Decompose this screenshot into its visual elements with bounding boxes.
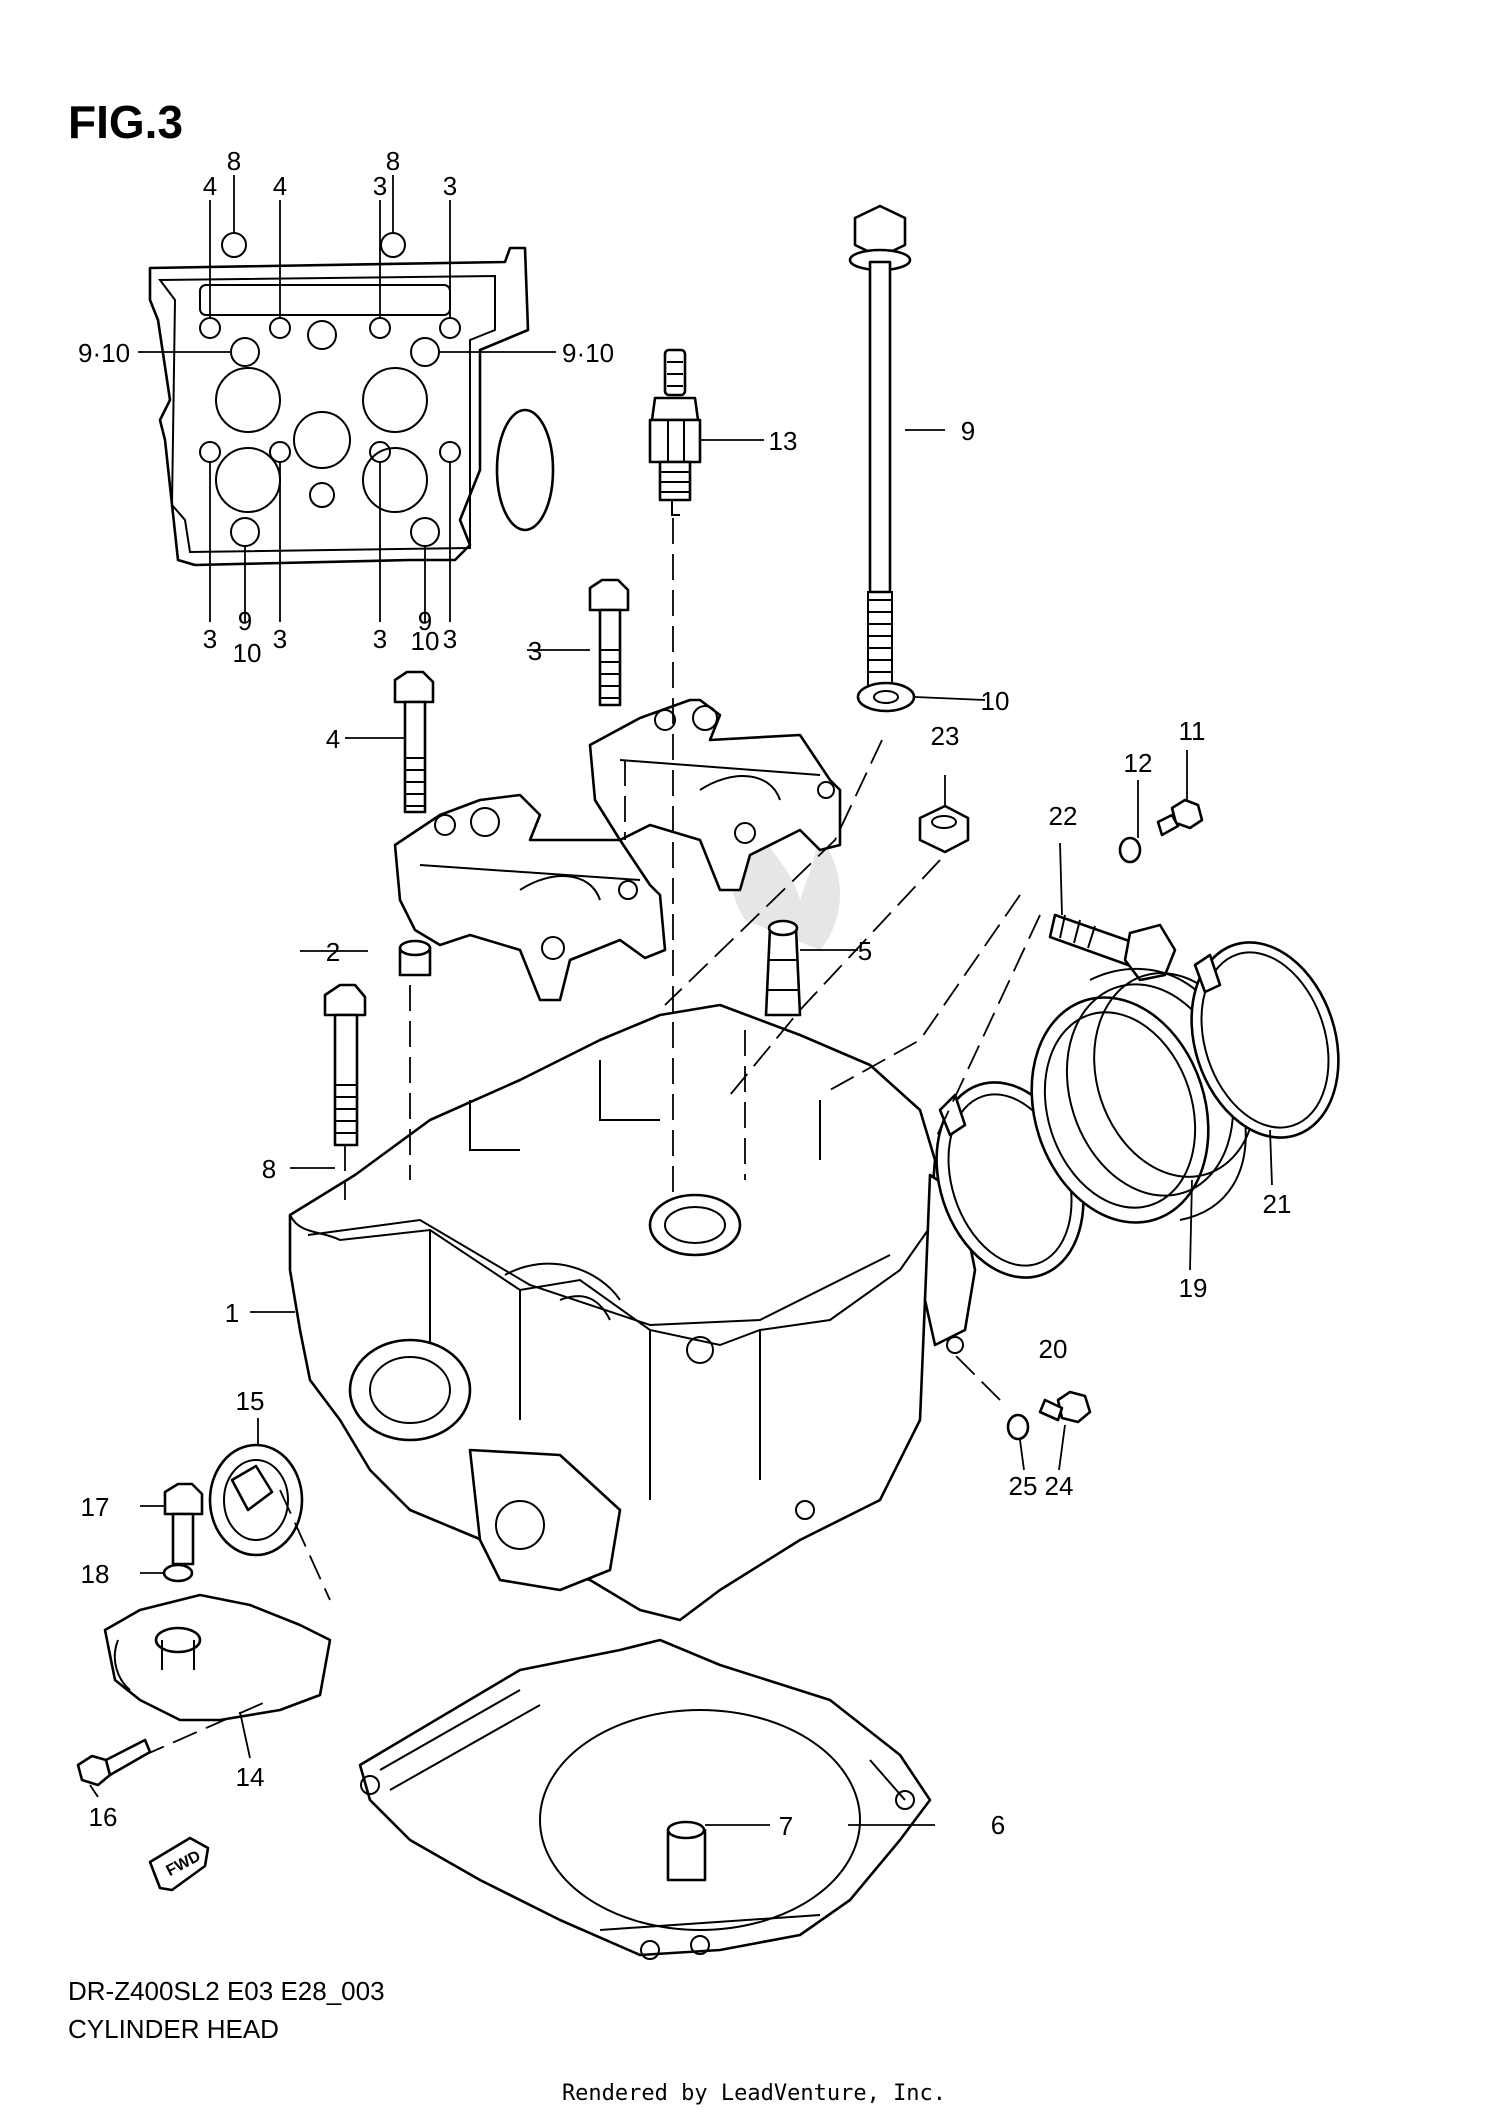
assembly-dashes (139, 518, 1041, 1758)
inset-label-bottom-10-left: 10 (233, 638, 262, 668)
callout-3: 3 (528, 636, 542, 666)
callout-23: 23 (931, 721, 960, 751)
dowel-pin-7 (666, 1820, 707, 1882)
bolt-11 (1156, 798, 1204, 837)
inset-cover-rim (158, 274, 496, 554)
inset-label-bottom-3: 3 (273, 624, 287, 654)
inset-journal (215, 367, 281, 433)
inset-label-bottom-10-right: 10 (411, 626, 440, 656)
inset-bolt (380, 232, 406, 258)
bolt-8 (323, 983, 367, 1147)
exhaust-port (348, 1338, 472, 1442)
clamp-21 (1190, 941, 1340, 1139)
inset-label-top-6: 3 (443, 171, 457, 201)
callout-17: 17 (81, 1492, 110, 1522)
bolt-22 (1048, 913, 1177, 982)
inset-label-top-1: 4 (203, 171, 217, 201)
credit-line: Rendered by LeadVenture, Inc. (562, 2081, 946, 2106)
thermostat-cap (103, 1593, 332, 1722)
callout-20: 20 (1039, 1334, 1068, 1364)
inset-label-top-5: 8 (386, 146, 400, 176)
washer-25 (1006, 1413, 1030, 1441)
inset-small-hole (307, 320, 337, 350)
inset-label-top-3: 4 (273, 171, 287, 201)
inset-label-left-9-10: 9·10 (78, 338, 130, 368)
head-plug-bore (648, 1193, 742, 1257)
long-head-bolt (848, 204, 912, 688)
camshaft-holder-front (393, 793, 667, 1002)
top-view-inset (138, 175, 556, 622)
inset-plug-hole (293, 411, 351, 469)
fwd-arrow: FWD (148, 1836, 210, 1892)
dowel-pin-2 (398, 939, 432, 977)
inset-label-bottom-1: 3 (203, 624, 217, 654)
washer-18 (162, 1563, 194, 1583)
callout-16: 16 (89, 1802, 118, 1832)
inset-labels: 4 8 4 3 8 3 9·10 9·10 3 9 3 3 9 3 10 10 (78, 146, 614, 668)
callout-9: 9 (961, 416, 975, 446)
callout-10: 10 (981, 686, 1010, 716)
fitting-5 (764, 919, 802, 1017)
head-gasket (358, 1638, 932, 1960)
bolt-16 (76, 1738, 152, 1787)
callout-8: 8 (262, 1154, 276, 1184)
callout-15: 15 (236, 1386, 265, 1416)
inset-head-outline (148, 246, 530, 567)
bolt-17 (163, 1482, 204, 1566)
callout-12: 12 (1124, 748, 1153, 778)
inset-label-right-9-10: 9·10 (562, 338, 614, 368)
inset-label-bottom-5: 9 (418, 606, 432, 636)
washer-12 (1118, 836, 1142, 864)
callout-14: 14 (236, 1762, 265, 1792)
inset-intake-port (495, 408, 555, 532)
washer (856, 681, 916, 713)
leader-lines (89, 429, 1273, 1826)
bolt-24 (1038, 1390, 1092, 1424)
inset-label-bottom-2: 9 (238, 606, 252, 636)
callout-18: 18 (81, 1559, 110, 1589)
nut-23 (918, 804, 970, 854)
inset-label-bottom-4: 3 (373, 624, 387, 654)
callout-25: 25 (1009, 1471, 1038, 1501)
cylinder-head (288, 1003, 977, 1622)
callout-5: 5 (858, 936, 872, 966)
callout-1: 1 (225, 1298, 239, 1328)
inset-label-bottom-6: 3 (443, 624, 457, 654)
inset-journal (362, 447, 428, 513)
thermostat (208, 1443, 304, 1557)
inset-bolt (221, 232, 247, 258)
callout-labels: 1 2 3 4 5 6 7 8 9 10 11 12 13 14 15 16 1… (81, 416, 1292, 1841)
callout-24: 24 (1045, 1471, 1074, 1501)
callout-19: 19 (1179, 1273, 1208, 1303)
model-code: DR-Z400SL2 E03 E28_003 (68, 1976, 385, 2006)
callout-2: 2 (326, 937, 340, 967)
callout-7: 7 (779, 1811, 793, 1841)
callout-21: 21 (1263, 1189, 1292, 1219)
bolt-4 (393, 670, 435, 814)
inset-small-hole (309, 482, 335, 508)
callout-13: 13 (769, 426, 798, 456)
figure-title: FIG.3 (68, 96, 183, 148)
inset-journal (362, 367, 428, 433)
camshaft-holder-rear (588, 698, 842, 892)
spark-plug (648, 348, 702, 516)
intake-pipe-19 (1030, 967, 1257, 1224)
inset-label-top-2: 8 (227, 146, 241, 176)
bolt-3 (588, 578, 630, 707)
inset-leaders (138, 175, 556, 622)
callout-22: 22 (1049, 801, 1078, 831)
callout-11: 11 (1179, 716, 1206, 746)
callout-4: 4 (326, 724, 340, 754)
callout-6: 6 (991, 1810, 1005, 1840)
inset-label-top-4: 3 (373, 171, 387, 201)
diagram-name: CYLINDER HEAD (68, 2014, 279, 2044)
